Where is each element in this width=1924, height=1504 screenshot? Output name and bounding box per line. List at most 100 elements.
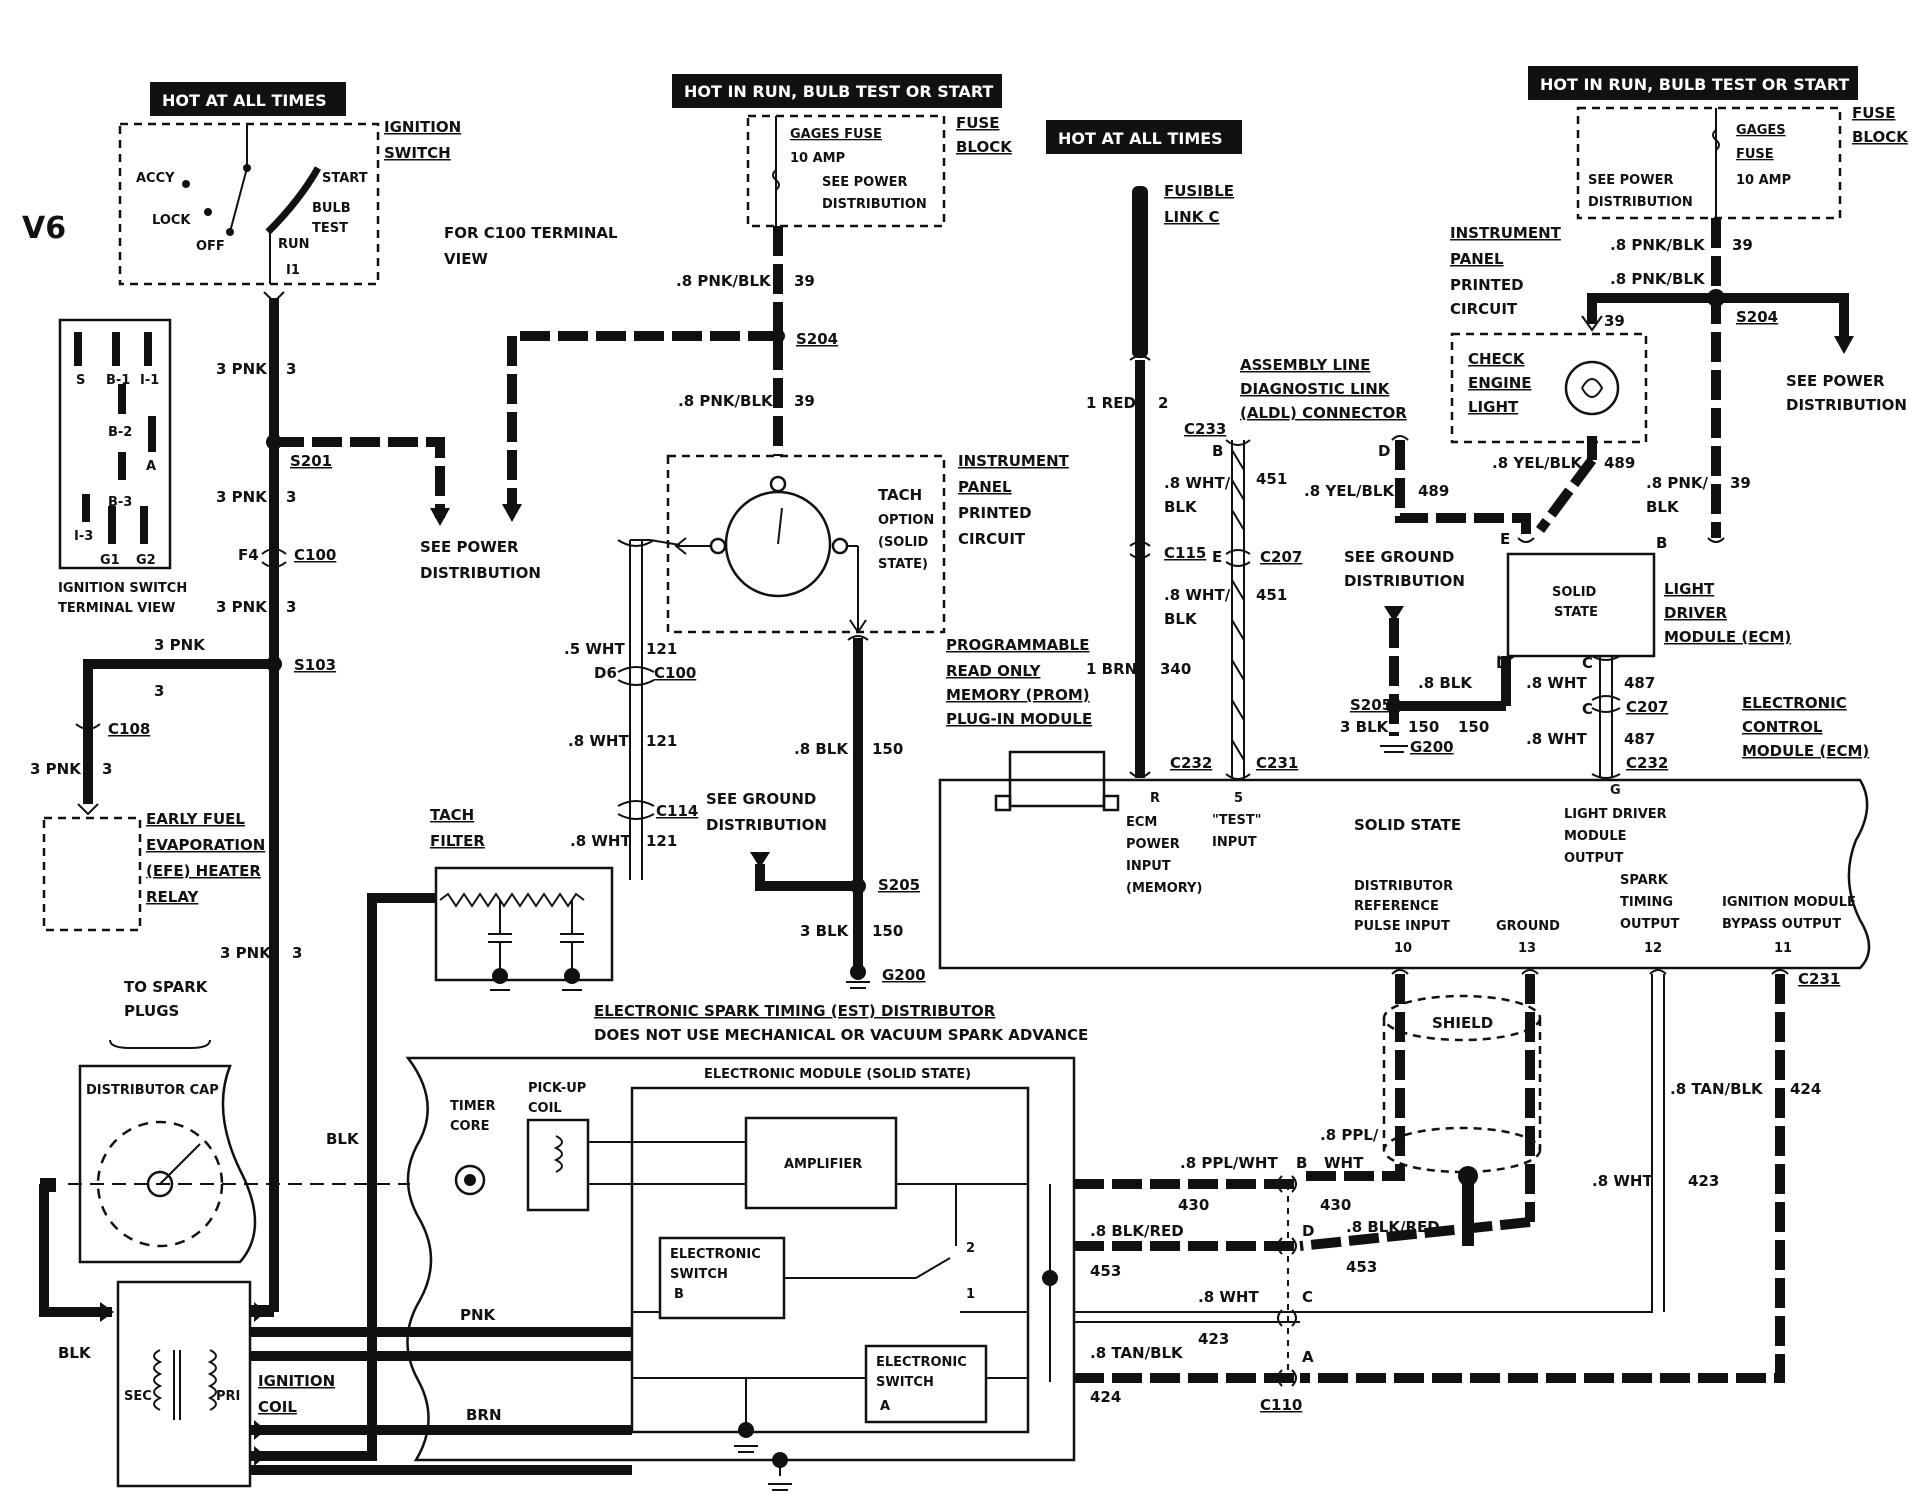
svg-text:CONTROL: CONTROL xyxy=(1742,718,1823,736)
svg-text:10: 10 xyxy=(1394,941,1412,956)
svg-text:489: 489 xyxy=(1418,482,1449,500)
svg-text:150: 150 xyxy=(1458,718,1489,736)
svg-text:BLOCK: BLOCK xyxy=(1852,128,1909,146)
aldl-connector: ASSEMBLY LINE DIAGNOSTIC LINK (ALDL) CON… xyxy=(1164,356,1407,780)
svg-text:.8 PNK/BLK: .8 PNK/BLK xyxy=(1610,236,1706,254)
instrument-panel-right-label: INSTRUMENT PANEL PRINTED CIRCUIT xyxy=(1450,224,1562,318)
svg-text:.8 WHT: .8 WHT xyxy=(570,832,631,850)
svg-text:.8 PNK/BLK: .8 PNK/BLK xyxy=(676,272,772,290)
svg-text:430: 430 xyxy=(1178,1196,1209,1214)
svg-text:S205: S205 xyxy=(1350,696,1392,714)
svg-text:2: 2 xyxy=(966,1241,975,1256)
svg-text:.8 YEL/BLK: .8 YEL/BLK xyxy=(1304,482,1395,500)
tach-wiring xyxy=(502,226,870,989)
svg-text:EARLY FUEL: EARLY FUEL xyxy=(146,810,245,828)
svg-text:.8 WHT: .8 WHT xyxy=(1526,730,1587,748)
svg-text:OFF: OFF xyxy=(196,239,225,254)
svg-text:CORE: CORE xyxy=(450,1119,489,1134)
svg-text:SWITCH: SWITCH xyxy=(670,1267,728,1282)
svg-text:C100: C100 xyxy=(654,664,696,682)
svg-text:REFERENCE: REFERENCE xyxy=(1354,899,1439,914)
svg-text:CIRCUIT: CIRCUIT xyxy=(958,530,1026,548)
svg-text:GROUND: GROUND xyxy=(1496,919,1560,934)
svg-text:SEE GROUND: SEE GROUND xyxy=(1344,548,1454,566)
svg-text:C108: C108 xyxy=(108,720,150,738)
svg-text:423: 423 xyxy=(1198,1330,1229,1348)
svg-text:S205: S205 xyxy=(878,876,920,894)
svg-text:G: G xyxy=(1610,783,1621,798)
svg-text:STATE: STATE xyxy=(1554,605,1598,620)
svg-text:B-2: B-2 xyxy=(108,425,132,440)
svg-text:PLUG-IN MODULE: PLUG-IN MODULE xyxy=(946,710,1092,728)
svg-text:TIMER: TIMER xyxy=(450,1099,496,1114)
svg-text:424: 424 xyxy=(1090,1388,1121,1406)
svg-text:3: 3 xyxy=(292,944,302,962)
svg-text:TIMING: TIMING xyxy=(1620,895,1673,910)
svg-text:HOT IN RUN, BULB TEST OR STAR: HOT IN RUN, BULB TEST OR START xyxy=(684,82,993,101)
svg-text:GAGES: GAGES xyxy=(1736,123,1786,138)
svg-text:PROGRAMMABLE: PROGRAMMABLE xyxy=(946,636,1089,654)
svg-text:SPARK: SPARK xyxy=(1620,873,1669,888)
svg-text:MODULE (ECM): MODULE (ECM) xyxy=(1742,742,1869,760)
svg-text:340: 340 xyxy=(1160,660,1191,678)
svg-text:DISTRIBUTOR CAP: DISTRIBUTOR CAP xyxy=(86,1083,219,1098)
svg-text:13: 13 xyxy=(1518,941,1536,956)
svg-text:COIL: COIL xyxy=(258,1398,297,1416)
svg-text:A: A xyxy=(1302,1348,1314,1366)
svg-text:3 BLK: 3 BLK xyxy=(1340,718,1390,736)
svg-text:3 PNK: 3 PNK xyxy=(216,488,268,506)
svg-text:FUSIBLE: FUSIBLE xyxy=(1164,182,1234,200)
svg-text:B: B xyxy=(1212,442,1223,460)
svg-text:12: 12 xyxy=(1644,941,1662,956)
svg-text:150: 150 xyxy=(1408,718,1439,736)
svg-text:FUSE: FUSE xyxy=(1852,104,1895,122)
svg-text:G200: G200 xyxy=(1410,738,1454,756)
svg-text:.8 BLK/RED: .8 BLK/RED xyxy=(1090,1222,1184,1240)
svg-text:B-1: B-1 xyxy=(106,373,130,388)
svg-text:.5 WHT: .5 WHT xyxy=(564,640,625,658)
svg-text:G1: G1 xyxy=(100,553,120,568)
svg-text:CIRCUIT: CIRCUIT xyxy=(1450,300,1518,318)
banner-hot-all-times-center: HOT AT ALL TIMES xyxy=(1046,120,1242,154)
svg-text:2: 2 xyxy=(1158,394,1168,412)
fusible-link-wire: FUSIBLE LINK C 1 RED 2 C115 1 BRN 340 C2… xyxy=(1086,182,1234,778)
svg-text:BLK: BLK xyxy=(326,1130,360,1148)
svg-text:3: 3 xyxy=(286,488,296,506)
svg-text:(MEMORY): (MEMORY) xyxy=(1126,881,1202,896)
svg-text:150: 150 xyxy=(872,740,903,758)
svg-text:POWER: POWER xyxy=(1126,837,1180,852)
ignition-coil: SEC PRI IGNITION COIL BLK BLK PNK BRN xyxy=(58,1130,792,1491)
svg-text:BLK: BLK xyxy=(58,1344,92,1362)
svg-text:3 BLK: 3 BLK xyxy=(800,922,850,940)
svg-text:121: 121 xyxy=(646,640,677,658)
svg-text:IGNITION: IGNITION xyxy=(258,1372,335,1390)
svg-text:B: B xyxy=(674,1287,684,1302)
svg-text:DISTRIBUTION: DISTRIBUTION xyxy=(822,197,927,212)
svg-text:E: E xyxy=(1500,530,1510,548)
svg-text:ELECTRONIC: ELECTRONIC xyxy=(876,1355,967,1370)
svg-text:INSTRUMENT: INSTRUMENT xyxy=(958,452,1070,470)
svg-text:3 PNK: 3 PNK xyxy=(216,360,268,378)
svg-text:C232: C232 xyxy=(1626,754,1668,772)
fuse-block-right: GAGES FUSE 10 AMP SEE POWER DISTRIBUTION… xyxy=(1576,104,1909,220)
svg-text:BLK: BLK xyxy=(1164,498,1198,516)
svg-text:39: 39 xyxy=(1730,474,1751,492)
shielded-wires: SHIELD xyxy=(1299,969,1789,1383)
see-ground-distribution-right: SEE GROUND DISTRIBUTION xyxy=(1344,548,1465,590)
svg-text:1 RED: 1 RED xyxy=(1086,394,1136,412)
svg-text:GAGES FUSE: GAGES FUSE xyxy=(790,127,882,142)
svg-text:11: 11 xyxy=(1774,941,1792,956)
svg-text:D6: D6 xyxy=(594,664,617,682)
svg-text:DISTRIBUTOR: DISTRIBUTOR xyxy=(1354,879,1453,894)
fuse-block-center: GAGES FUSE 10 AMP SEE POWER DISTRIBUTION… xyxy=(746,114,1013,228)
right-wire-labels: .8 PNK/BLK 39 .8 PNK/BLK S204 39 SEE POW… xyxy=(1304,236,1907,772)
svg-text:(ALDL) CONNECTOR: (ALDL) CONNECTOR xyxy=(1240,404,1407,422)
svg-text:EVAPORATION: EVAPORATION xyxy=(146,836,265,854)
c100-terminal-note-2: VIEW xyxy=(444,250,488,268)
svg-text:LIGHT: LIGHT xyxy=(1664,580,1715,598)
svg-text:D: D xyxy=(1378,442,1390,460)
svg-text:ASSEMBLY LINE: ASSEMBLY LINE xyxy=(1240,356,1370,374)
svg-text:150: 150 xyxy=(872,922,903,940)
svg-text:LOCK: LOCK xyxy=(152,213,191,228)
est-distributor: ELECTRONIC SPARK TIMING (EST) DISTRIBUTO… xyxy=(68,1002,1088,1462)
